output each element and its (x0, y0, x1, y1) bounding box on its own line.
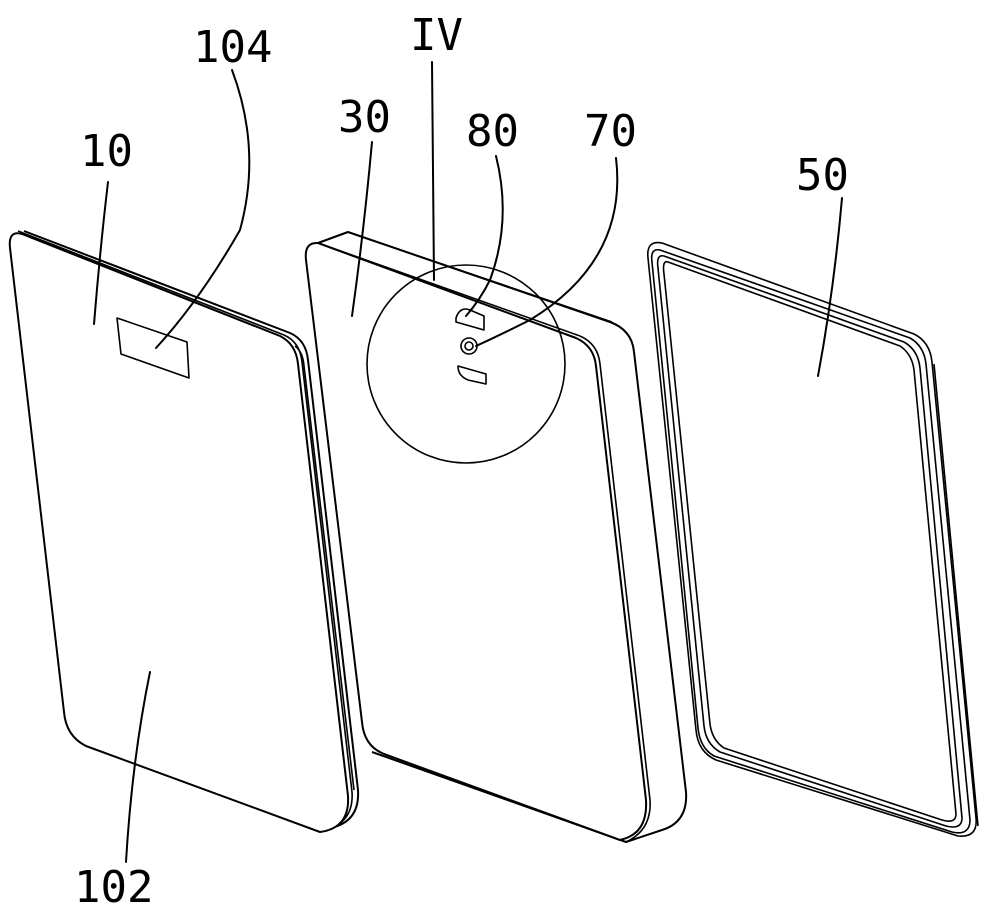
frame-50-inner (656, 254, 963, 828)
frame-50-side-edge (933, 363, 979, 827)
detail-circle-iv (366, 264, 566, 464)
screw-70-socket (464, 341, 474, 351)
leader-104 (155, 69, 251, 349)
frame-50 (646, 241, 979, 837)
label-102: 102 (74, 862, 153, 913)
leader-50 (817, 197, 843, 377)
label-50: 50 (796, 150, 849, 201)
label-104: 104 (193, 22, 272, 73)
label-80: 80 (466, 106, 519, 157)
slot-80-lower (457, 365, 487, 385)
leader-iv (431, 61, 435, 281)
panel-30 (304, 231, 688, 843)
frame-50-outer (646, 241, 977, 837)
label-70: 70 (584, 106, 637, 157)
leader-30 (351, 141, 373, 317)
slot-80-upper (455, 308, 485, 331)
leader-lines (93, 61, 843, 863)
leader-70 (475, 157, 619, 347)
frame-50-inner-2 (662, 260, 957, 822)
frame-50-outer-2 (650, 248, 971, 834)
panel-10 (8, 230, 360, 833)
panel-10-edge-line-2 (294, 345, 355, 791)
label-iv: IV (410, 10, 463, 61)
label-10: 10 (80, 126, 133, 177)
leader-102 (125, 671, 151, 863)
window-104 (116, 317, 190, 379)
panel-30-top-strip (317, 231, 613, 323)
panel-30-right-edge (579, 335, 651, 843)
panel-10-face (8, 232, 350, 833)
reference-labels: 10 104 102 30 IV 80 70 50 (74, 10, 849, 913)
leader-80 (465, 155, 504, 317)
leader-10 (93, 181, 109, 325)
label-30: 30 (338, 92, 391, 143)
